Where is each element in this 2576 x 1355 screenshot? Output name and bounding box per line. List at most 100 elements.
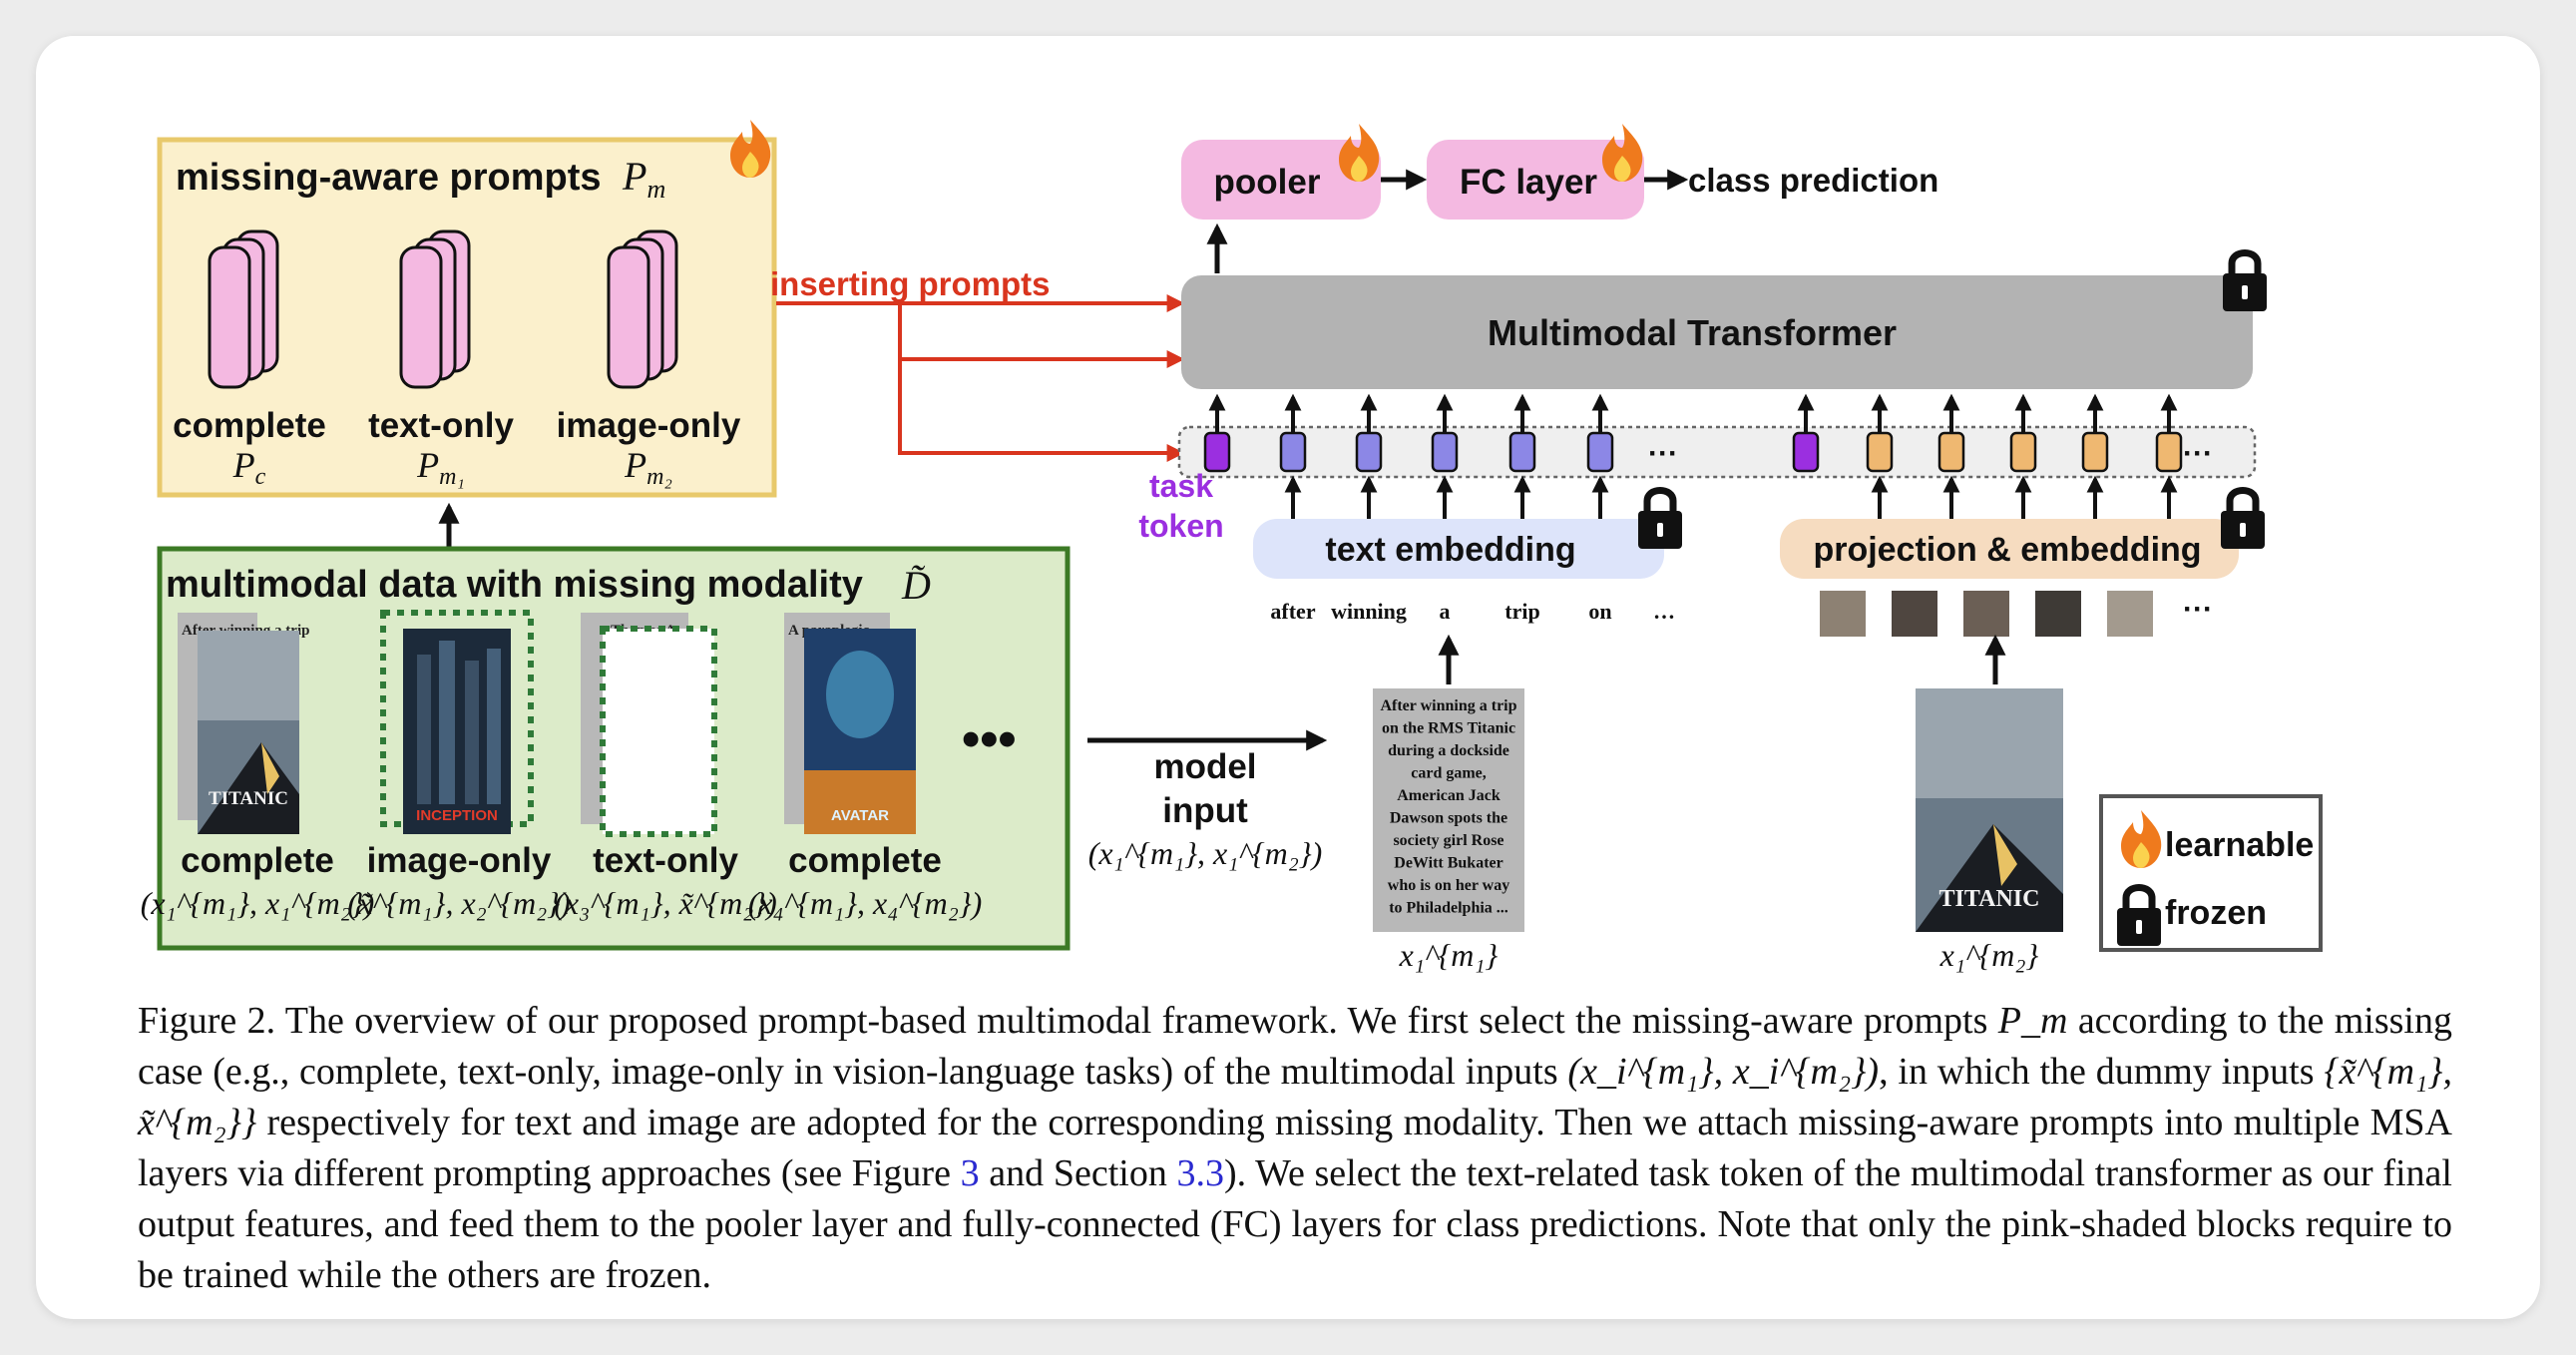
case-label-3: text-only	[593, 841, 738, 880]
text-token	[1355, 431, 1383, 473]
prompts-symbol: Pm	[622, 154, 665, 204]
prompt-symbol-image-only: Pm₂	[624, 445, 672, 490]
image-token	[1937, 431, 1965, 473]
image-token	[2009, 431, 2037, 473]
figure-card: missing-aware prompts Pm complete text-o…	[36, 36, 2540, 1319]
text-token	[1279, 431, 1307, 473]
image-input-label: x₁^{m₂}	[1939, 937, 2039, 973]
prompt-stack-text-only	[399, 229, 471, 389]
case-math-4: (x₄^{m₁}, x₄^{m₂})	[748, 885, 983, 921]
case-math-2: (x̃^{m₁}, x₂^{m₂})	[347, 885, 571, 921]
inserting-prompts-arrows: inserting prompts	[770, 265, 1185, 462]
model-input-line1: model	[1153, 747, 1256, 786]
input-word: on	[1588, 599, 1611, 624]
fc-layer-box	[1427, 140, 1644, 220]
text-input-line: who is on her way	[1388, 877, 1509, 894]
text-token	[1431, 431, 1459, 473]
image-patch	[1892, 591, 1937, 637]
caption-part-1: Figure 2. The overview of our proposed p…	[138, 1000, 1998, 1042]
task-token-label-line1: task	[1149, 468, 1213, 504]
task-token-label-line2: token	[1138, 508, 1223, 544]
text-input-line: during a dockside	[1388, 742, 1509, 759]
text-input-line: card game,	[1411, 765, 1487, 782]
projection-embedding-label: projection & embedding	[1813, 531, 2201, 569]
projection-embedding-box	[1780, 519, 2239, 579]
text-input-line: Dawson spots the	[1390, 810, 1507, 827]
prompt-stack-image-only	[607, 229, 678, 389]
inception-title: INCEPTION	[416, 807, 498, 824]
caption-math-dummy: {x̃^{m₁}, x̃^{m₂}}	[138, 1051, 2452, 1143]
prompt-label-complete: complete	[173, 406, 326, 445]
figure-caption: Figure 2. The overview of our proposed p…	[138, 996, 2452, 1301]
case-text-only: Thomas A.	[581, 613, 717, 837]
pooler-box	[1181, 140, 1381, 220]
caption-math-inputs: (x_i^{m₁}, x_i^{m₂})	[1567, 1051, 1880, 1093]
figure-3-link[interactable]: 3	[960, 1152, 980, 1194]
prompt-symbol-complete: Pc	[232, 445, 266, 490]
model-input-line2: input	[1162, 791, 1248, 830]
prompt-label-text-only: text-only	[368, 406, 514, 445]
text-input-line: American Jack	[1397, 787, 1501, 804]
model-input-math: (x₁^{m₁}, x₁^{m₂})	[1088, 835, 1323, 871]
text-input-line: to Philadelphia ...	[1389, 900, 1508, 917]
section-3-3-link[interactable]: 3.3	[1176, 1152, 1225, 1194]
image-token	[1866, 431, 1894, 473]
case-complete-4: A paraplegic AVATAR	[784, 613, 916, 834]
image-patches: ···	[1820, 591, 2213, 637]
image-patch	[2035, 591, 2081, 637]
text-embedding-lock-icon	[1638, 491, 1682, 550]
class-prediction-label: class prediction	[1688, 162, 1938, 199]
input-word: trip	[1504, 599, 1539, 624]
pooler-label: pooler	[1214, 163, 1321, 202]
caption-math-pm: P_m	[1997, 1000, 2068, 1042]
input-word: a	[1440, 599, 1451, 624]
projection-lock-icon	[2221, 491, 2265, 550]
data-panel-title: multimodal data with missing modality	[166, 564, 863, 606]
transformer-label: Multimodal Transformer	[1488, 312, 1897, 353]
patch-ellipsis: ···	[2183, 593, 2213, 626]
prompt-label-image-only: image-only	[557, 406, 741, 445]
text-input-line: society girl Rose	[1393, 832, 1503, 849]
case-label-1: complete	[181, 841, 334, 880]
task-token	[1203, 431, 1231, 473]
text-embedding-label: text embedding	[1325, 531, 1575, 569]
caption-part-2: according to the missing case (e.g., com…	[138, 1000, 2452, 1093]
text-input-label: x₁^{m₁}	[1399, 937, 1499, 973]
image-patch	[1820, 591, 1866, 637]
text-embedding-box	[1253, 519, 1664, 579]
image-input-poster: TITANIC	[1916, 688, 2063, 932]
more-cases-ellipsis: •••	[962, 710, 1017, 768]
text-input-line: After winning a trip	[1380, 697, 1516, 714]
text-token	[1586, 431, 1614, 473]
data-panel-symbol: D̃	[901, 563, 931, 608]
avatar-title: AVATAR	[831, 807, 889, 824]
missing-image-placeholder	[600, 626, 717, 837]
caption-part-4: respectively for text and image are adop…	[138, 1102, 2452, 1194]
legend: learnable frozen	[2099, 794, 2323, 952]
text-input-line: DeWitt Bukater	[1394, 855, 1503, 872]
image-patch	[1963, 591, 2009, 637]
caption-part-3: , in which the dummy inputs	[1879, 1051, 2325, 1093]
token-layer	[1203, 393, 2183, 519]
image-token	[2081, 431, 2109, 473]
input-word: after	[1270, 599, 1315, 624]
image-token-ellipsis: ···	[2183, 437, 2213, 470]
caption-part-5: and Section	[979, 1152, 1177, 1194]
fc-layer-label: FC layer	[1460, 163, 1597, 202]
caption-part-6: ). We select the text-related task token…	[138, 1152, 2452, 1296]
case-complete-1: After winning a trip TITANIC	[178, 613, 309, 834]
titanic-title: TITANIC	[209, 788, 288, 809]
data-panel: multimodal data with missing modality D̃…	[141, 546, 1071, 951]
learnable-flame-icon	[730, 120, 771, 178]
case-math-3: (x₃^{m₁}, x̃^{m₂})	[554, 885, 777, 921]
case-label-4: complete	[788, 841, 942, 880]
pooler-flame-icon	[1339, 124, 1380, 182]
case-image-only: INCEPTION	[380, 610, 534, 834]
text-input-doc	[1373, 688, 1524, 932]
prompts-panel: missing-aware prompts Pm complete text-o…	[157, 120, 777, 498]
image-patch	[2107, 591, 2153, 637]
prompt-symbol-text-only: Pm₁	[416, 445, 465, 490]
fc-flame-icon	[1602, 124, 1643, 182]
prompt-stack-complete	[208, 229, 279, 389]
